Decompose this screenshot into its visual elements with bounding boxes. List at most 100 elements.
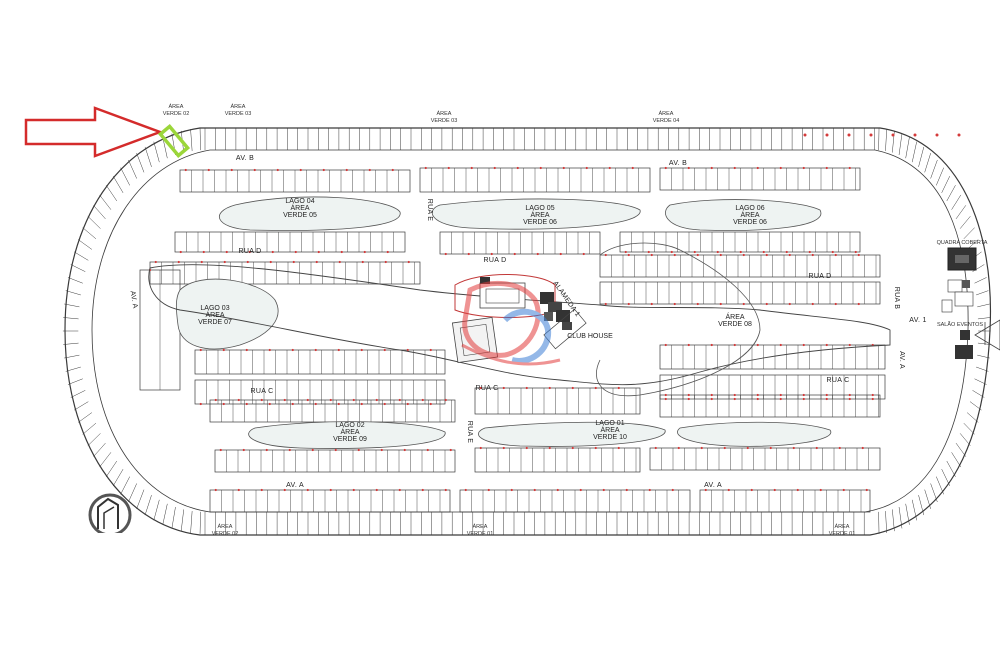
lot-divider — [144, 495, 152, 516]
lot-marker — [470, 166, 473, 170]
street-label: RUA B — [893, 287, 900, 310]
lake-verde-label: VERDE 10 — [593, 434, 627, 441]
lot-divider — [963, 422, 975, 435]
lot-marker — [536, 252, 539, 256]
lot-marker — [746, 446, 749, 450]
lot-block — [659, 167, 861, 191]
lot-marker — [237, 488, 240, 492]
lot-marker — [315, 260, 318, 264]
lot-divider — [946, 185, 956, 202]
lot-marker — [825, 166, 828, 170]
lot-marker — [516, 166, 519, 170]
lot-divider — [924, 153, 931, 173]
lot-divider — [936, 476, 944, 495]
lot-marker — [654, 446, 657, 450]
lot-marker — [773, 488, 776, 492]
lot-marker — [424, 166, 427, 170]
lot-marker — [345, 168, 348, 172]
lot-marker — [407, 260, 410, 264]
lot-divider — [955, 442, 967, 457]
lot-divider — [946, 460, 956, 477]
central-park — [148, 264, 891, 386]
lot-marker — [696, 253, 699, 257]
lot-marker — [360, 402, 363, 406]
lot-block — [439, 231, 601, 255]
lot-divider — [82, 227, 97, 240]
lot-marker — [314, 348, 317, 352]
lot-marker — [306, 398, 309, 402]
lot-marker — [625, 488, 628, 492]
lot-marker — [329, 488, 332, 492]
lot-divider — [190, 129, 193, 151]
watermark-logo — [461, 280, 561, 366]
lot-divider — [87, 216, 101, 229]
lot-divider — [974, 378, 987, 385]
entrance-structures — [941, 247, 1000, 359]
lake-label: LAGO 02 — [335, 422, 364, 429]
lot-marker — [288, 448, 291, 452]
street-label: RUA C — [476, 385, 499, 392]
lot-marker — [548, 386, 551, 390]
lot-marker — [429, 402, 432, 406]
lot-marker — [253, 168, 256, 172]
lot-rows — [139, 166, 886, 513]
lot-marker — [693, 250, 696, 254]
lot-marker — [756, 343, 759, 347]
lot-marker — [594, 446, 597, 450]
lot-marker — [214, 398, 217, 402]
lot-marker — [260, 488, 263, 492]
highlighted-lot[interactable] — [157, 123, 191, 159]
lot-marker — [230, 168, 233, 172]
street-label: AV. A — [704, 482, 722, 489]
lot-marker — [579, 488, 582, 492]
lake-verde-label: VERDE 06 — [733, 219, 767, 226]
lot-marker — [248, 250, 251, 254]
lot-marker — [429, 348, 432, 352]
lot-marker — [631, 166, 634, 170]
lake-label: LAGO 03 — [200, 305, 229, 312]
lot-divider — [93, 442, 106, 457]
lot-marker — [719, 253, 722, 257]
boundary-dot — [891, 133, 895, 137]
lot-divider — [930, 159, 938, 179]
green-area-label: ÁREA — [835, 523, 850, 530]
lot-marker — [664, 393, 667, 397]
lot-divider — [162, 137, 168, 159]
lot-divider — [898, 506, 903, 529]
lot-block — [149, 261, 421, 285]
lot-divider — [136, 152, 145, 173]
lot-marker — [710, 343, 713, 347]
lake-03 — [175, 278, 279, 350]
quadra-label: QUADRA COBERTA — [937, 240, 988, 246]
lot-marker — [444, 252, 447, 256]
lot-marker — [352, 488, 355, 492]
lake-area-label: ÁREA — [740, 210, 759, 219]
lot-marker — [687, 343, 690, 347]
lot-marker — [750, 488, 753, 492]
lot-divider — [977, 342, 991, 345]
lot-block — [699, 489, 871, 513]
lot-marker — [650, 302, 653, 306]
lot-marker — [779, 397, 782, 401]
boundary-dot — [803, 133, 807, 137]
street-label: AV. A — [286, 482, 304, 489]
green-area-label: VERDE 02 — [163, 111, 190, 117]
lot-marker — [762, 250, 765, 254]
lot-marker — [571, 446, 574, 450]
lot-block — [194, 379, 446, 405]
lot-marker — [391, 168, 394, 172]
lake-verde-label: VERDE 07 — [198, 319, 232, 326]
lot-marker — [179, 250, 182, 254]
lot-marker — [857, 253, 860, 257]
lake-verde-label: VERDE 06 — [523, 219, 557, 226]
street-label: AV. A — [128, 290, 138, 309]
lot-divider — [974, 277, 987, 284]
green-area-label: VERDE 01 — [829, 531, 856, 537]
lot-divider — [74, 251, 89, 261]
lot-divider — [128, 483, 137, 503]
lot-marker — [802, 166, 805, 170]
lot-marker — [792, 446, 795, 450]
lot-divider — [99, 194, 112, 210]
lot-divider — [905, 137, 910, 159]
